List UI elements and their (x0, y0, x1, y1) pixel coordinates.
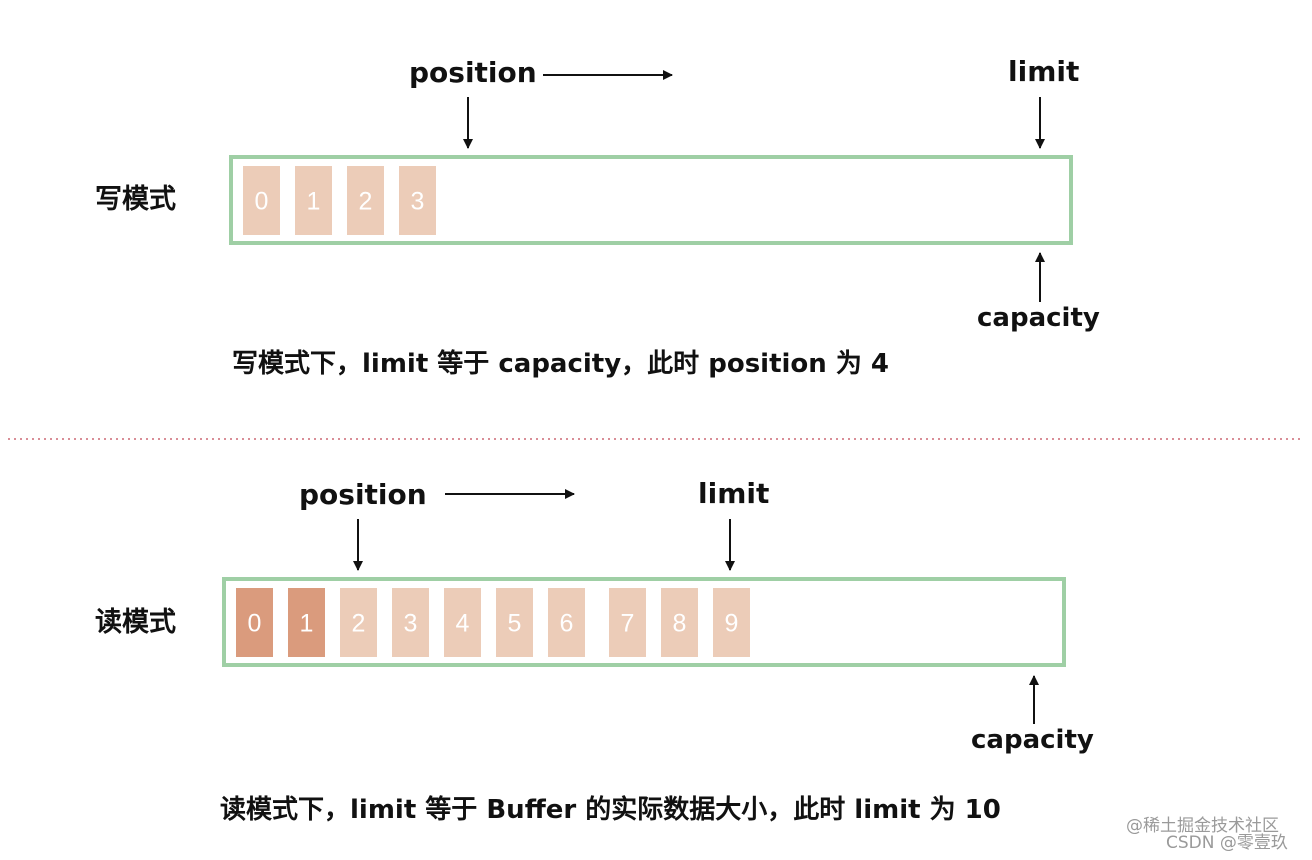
read-position-label: position (299, 478, 427, 511)
read-cell-0 (236, 588, 273, 657)
write-cell-0 (243, 166, 280, 235)
read-cell-2 (340, 588, 377, 657)
watermark-juejin: @稀土掘金技术社区 (1126, 816, 1279, 836)
read-cell-label: 1 (300, 610, 314, 638)
read-buffer-frame (222, 577, 1066, 667)
write-cell-label: 3 (411, 188, 425, 216)
read-cell-1 (288, 588, 325, 657)
read-cell-label: 0 (248, 610, 262, 638)
write-cell-3 (399, 166, 436, 235)
write-cell-label: 0 (255, 188, 269, 216)
read-cell-label: 7 (621, 610, 635, 638)
read-cell-label: 8 (673, 610, 687, 638)
write-cell-2 (347, 166, 384, 235)
write-cell-label: 2 (359, 188, 373, 216)
read-cell-6 (548, 588, 585, 657)
read-cell-4 (444, 588, 481, 657)
read-cell-label: 5 (508, 610, 522, 638)
write-mode-label: 写模式 (95, 184, 176, 215)
read-limit-label: limit (698, 477, 770, 510)
read-cell-8 (661, 588, 698, 657)
read-cell-label: 4 (456, 610, 470, 638)
read-cell-9 (713, 588, 750, 657)
read-mode-label: 读模式 (95, 607, 176, 638)
read-cell-label: 2 (352, 610, 366, 638)
write-buffer-frame (229, 155, 1073, 245)
write-caption: 写模式下，limit 等于 capacity，此时 position 为 4 (232, 349, 889, 379)
write-cell-label: 1 (307, 188, 321, 216)
read-capacity-label: capacity (971, 725, 1094, 755)
read-cell-label: 3 (404, 610, 418, 638)
write-position-label: position (409, 56, 537, 89)
read-cell-label: 9 (725, 610, 739, 638)
write-limit-label: limit (1008, 55, 1080, 88)
write-capacity-label: capacity (977, 303, 1100, 333)
write-cell-1 (295, 166, 332, 235)
write-buffer-cells: 0 1 2 3 (243, 166, 436, 235)
read-cell-5 (496, 588, 533, 657)
read-cell-label: 6 (560, 610, 574, 638)
read-buffer-cells: 0 1 2 3 4 5 6 7 8 9 (236, 588, 750, 657)
read-cell-7 (609, 588, 646, 657)
read-caption: 读模式下，limit 等于 Buffer 的实际数据大小，此时 limit 为 … (220, 795, 1001, 825)
read-cell-3 (392, 588, 429, 657)
watermark-csdn: CSDN @零壹玖 (1166, 833, 1288, 853)
